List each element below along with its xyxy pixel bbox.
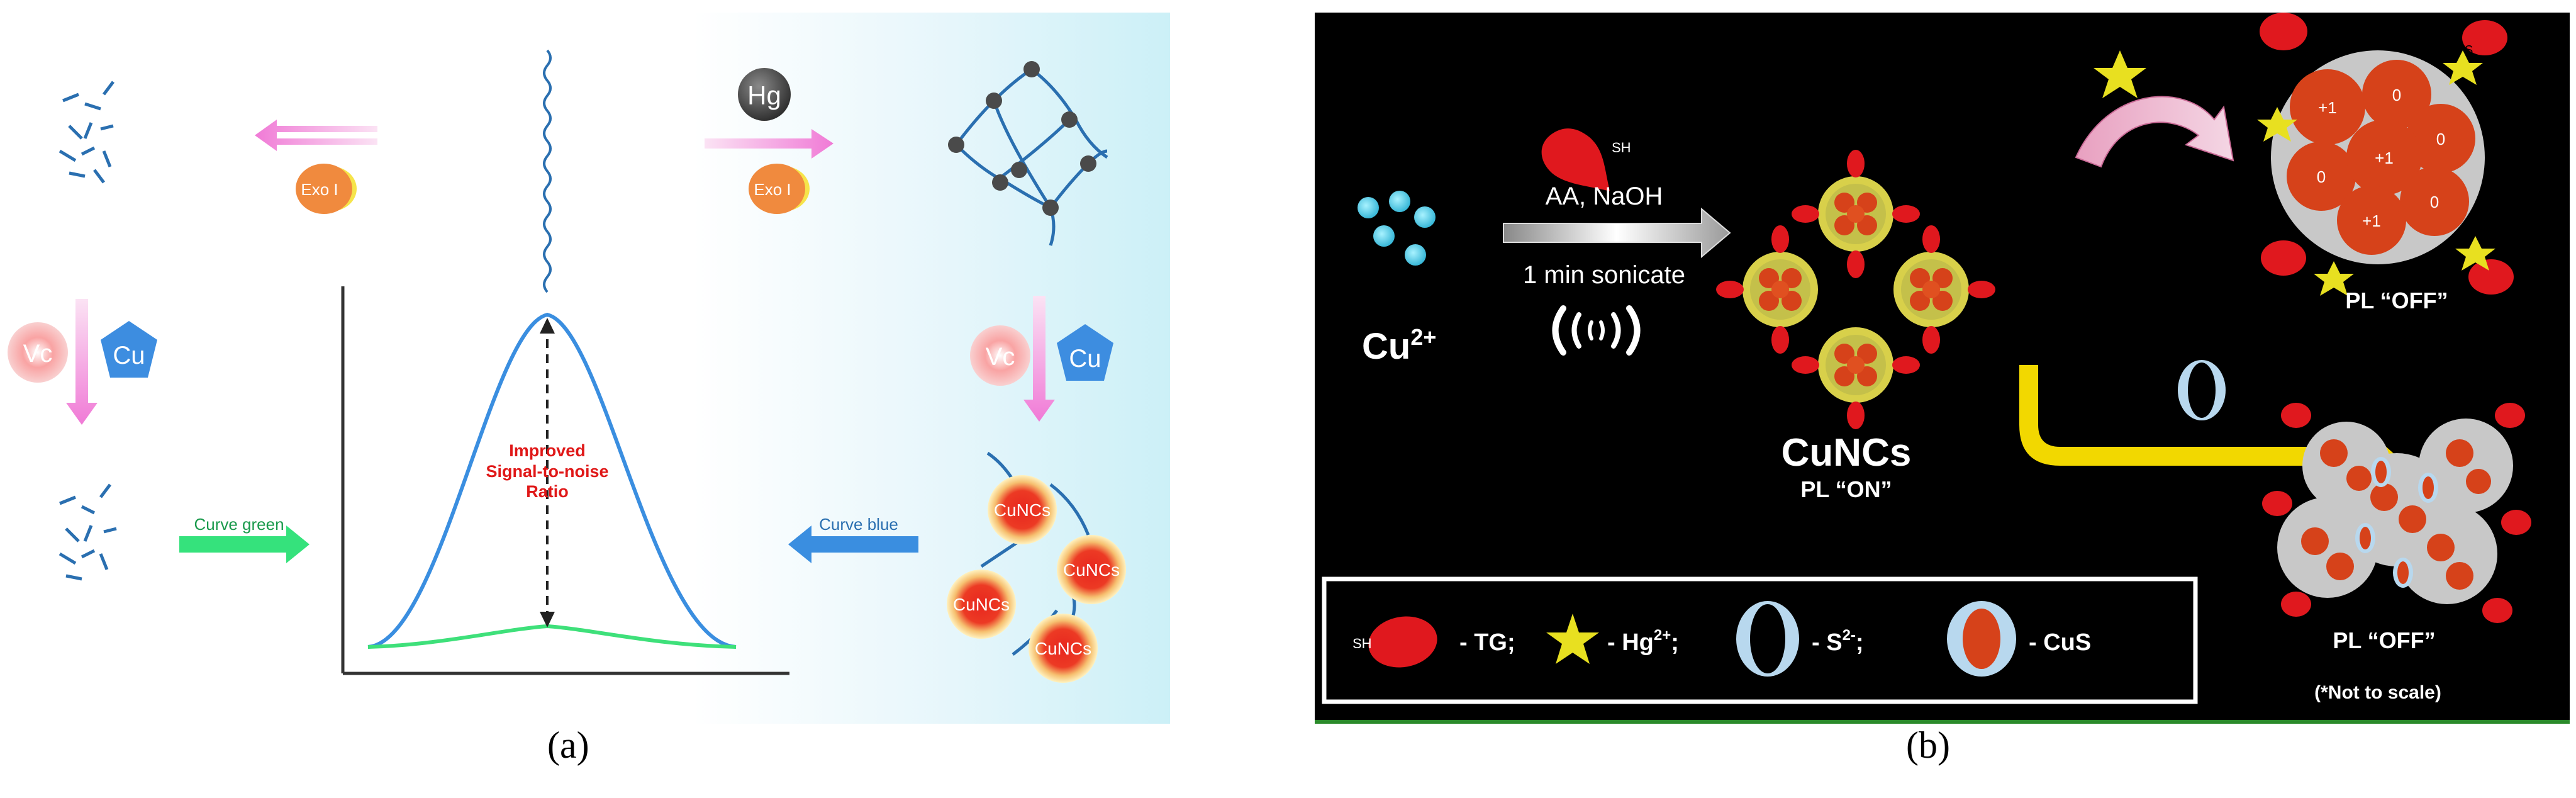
svg-text:0: 0 [2392,86,2401,104]
exo-i-label-right: Exo I [754,180,791,199]
svg-text:0: 0 [2436,130,2445,149]
sonicate-label: 1 min sonicate [1523,261,1685,289]
vc-cu-left: Vc Cu [8,299,157,425]
hg-nodes [948,61,1096,216]
svg-text:+1: +1 [2318,98,2337,117]
cunc-particle [947,570,1016,639]
legend-sh-label: SH [1352,636,1372,651]
vc-label-right: Vc [986,343,1015,371]
yellow-arrow-s2 [2019,365,2397,485]
legend-cus-label: - CuS [2029,629,2091,656]
cuncs-title: CuNCs [1781,431,1912,475]
panel-b-diagram: Cu2+ SH AA, NaOH 1 min sonicate [1315,13,2570,724]
pl-on-label: PL “ON” [1800,476,1892,502]
vc-label-left: Vc [23,340,53,368]
curved-arrow-hg [2075,96,2234,168]
ssdna-strand [543,49,552,293]
svg-text:0: 0 [2317,167,2326,186]
legend-tg-label: - TG; [1459,629,1515,656]
pl-off-bottom-label: PL “OFF” [2333,627,2435,653]
curve-green-arrow [179,525,309,563]
reagent-label: AA, NaOH [1546,183,1663,210]
not-to-scale-note: (*Not to scale) [2314,682,2441,703]
aggregated-cluster-hg: +1 0 0 0 +1 0 +1 S S [2257,13,2514,296]
s-label-hg-1: S [2465,43,2473,57]
cunc-particle [1057,535,1126,604]
legend-box: SH - TG; - Hg2+; - S2-; - CuS [1322,576,2198,704]
cuncs-label-3: CuNCs [953,595,1010,614]
blue-curve [367,312,737,649]
cu-label-right: Cu [1069,345,1101,373]
svg-text:+1: +1 [2375,149,2394,167]
improved-line2: Signal-to-noise [486,462,609,481]
cunc-particle [988,475,1057,544]
legend-hg-star [1546,614,1599,664]
bottom-green-line [1315,720,2570,724]
svg-text:+1: +1 [2362,211,2381,230]
hg-label: Hg [747,81,781,110]
improved-line3: Ratio [526,482,569,501]
pink-arrow-left [255,120,377,151]
svg-text:0: 0 [2430,193,2439,211]
tg-drop [1541,128,1610,191]
dna-fragments-bottom-left [59,483,117,581]
cu-ions [1358,191,1436,266]
pink-arrow-down-right [1023,296,1055,422]
exo-i-right: Exo I [749,164,810,214]
improved-line1: Improved [509,441,586,460]
curve-green-label: Curve green [194,515,284,534]
caption-b: (b) [1906,724,1950,766]
legend-hg-label: - Hg2+; [1607,627,1679,656]
aggregated-cluster-cus [2262,403,2531,623]
legend-s2-label: - S2-; [1812,627,1864,656]
hg-ion: Hg [738,68,791,121]
exo-i-label: Exo I [301,180,338,199]
pink-arrow-down-left [66,299,98,425]
signal-plot: Improved Signal-to-noise Ratio [341,286,789,675]
sh-label-top: SH [1612,140,1631,155]
pink-arrow-right [705,129,834,159]
panel-a-diagram: Exo I Hg Exo I Vc Cu [8,13,1170,724]
sonication-icon [1552,305,1641,356]
s2-icon [2178,360,2226,420]
exo-i-left: Exo I [296,164,357,214]
cuncs-on-cluster [1716,150,1995,429]
legend-tg-drop [1368,616,1437,668]
panel-a: Exo I Hg Exo I Vc Cu [0,0,1170,724]
curve-blue-arrow [788,525,918,563]
pl-off-top-label: PL “OFF” [2345,288,2448,313]
panel-b: Cu2+ SH AA, NaOH 1 min sonicate [1315,13,2570,724]
s-label-hg-2: S [2309,254,2317,267]
cunc-small [1792,150,1920,278]
cuncs-label-4: CuNCs [1035,639,1091,658]
cuncs-label-2: CuNCs [1063,560,1120,580]
vc-cu-right: Vc Cu [970,296,1113,422]
synthesis-arrow [1503,207,1731,259]
hg-star-icon [2094,50,2146,98]
dna-fragments-top-left [59,81,114,184]
caption-a: (a) [547,724,589,766]
snr-arrow-head-down [540,612,555,627]
cuncs-cluster: CuNCs CuNCs CuNCs CuNCs [947,451,1126,683]
cu-label-left: Cu [113,342,145,369]
cunc-particle [1029,614,1098,683]
cuncs-label-1: CuNCs [994,500,1051,520]
snr-arrow-head-up [540,318,555,334]
cu-ion-label: Cu2+ [1362,324,1436,367]
curve-blue-label: Curve blue [819,515,898,534]
